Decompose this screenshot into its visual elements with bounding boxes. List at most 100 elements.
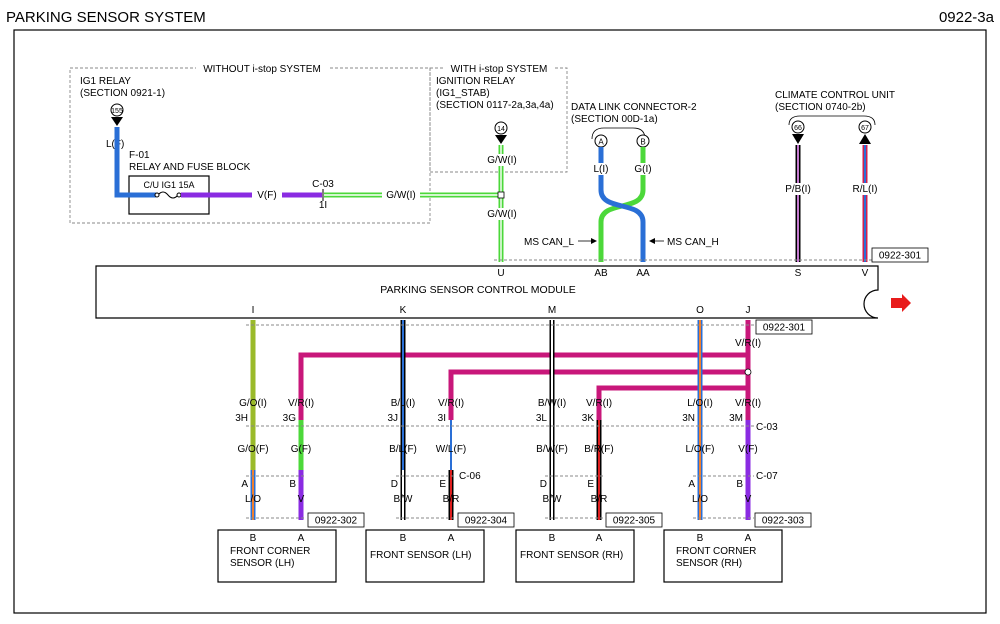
svg-text:B/L(I): B/L(I) bbox=[391, 398, 415, 409]
ignition-relay-section: (SECTION 0117-2a,3a,4a) bbox=[436, 100, 554, 111]
svg-text:A: A bbox=[745, 533, 752, 544]
lower-wires bbox=[250, 320, 752, 520]
dlc-label: DATA LINK CONNECTOR-2 bbox=[571, 102, 697, 113]
svg-text:A: A bbox=[241, 479, 248, 490]
parking-sensor-module bbox=[95, 265, 879, 319]
svg-text:V: V bbox=[745, 494, 752, 505]
can-h-label: MS CAN_H bbox=[667, 237, 719, 248]
can-l-label: MS CAN_L bbox=[524, 237, 574, 248]
c03-label: C-03 bbox=[756, 422, 778, 433]
svg-text:D: D bbox=[391, 479, 398, 490]
ig1-relay-label: IG1 RELAY bbox=[80, 76, 131, 87]
svg-text:W/L(F): W/L(F) bbox=[436, 444, 467, 455]
ignition-relay-label: IGNITION RELAY bbox=[436, 76, 516, 87]
wire-label-gw-lower: G/W(I) bbox=[487, 209, 516, 220]
module-wire-labels: G/O(I) V/R(I) B/L(I) V/R(I) B/W(I) V/R(I… bbox=[239, 398, 761, 409]
sensor-front-corner-lh: 0922-302 B A FRONT CORNER SENSOR (LH) bbox=[217, 512, 365, 583]
svg-text:V(F): V(F) bbox=[738, 444, 757, 455]
svg-text:B/W(F): B/W(F) bbox=[536, 444, 568, 455]
pin-o: O bbox=[696, 305, 704, 316]
fuse-label: C/U IG1 15A bbox=[143, 180, 194, 190]
page-code: 0922-3a bbox=[939, 9, 995, 26]
sensor-front-rh: 0922-305 B A FRONT SENSOR (RH) bbox=[515, 512, 663, 583]
svg-text:B/W: B/W bbox=[394, 494, 413, 505]
fuse-block-code: F-01 bbox=[129, 150, 150, 161]
pin-j: J bbox=[746, 305, 751, 316]
svg-text:G/O(F): G/O(F) bbox=[237, 444, 268, 455]
svg-text:3L: 3L bbox=[536, 413, 548, 424]
connector-66: 66 bbox=[791, 120, 805, 144]
svg-text:L/O: L/O bbox=[692, 494, 708, 505]
pin-u: U bbox=[497, 268, 504, 279]
sensor-wire-labels: L/O V B/W B/R B/W B/R L/O V bbox=[245, 494, 752, 505]
can-twisted-pair bbox=[598, 147, 646, 262]
svg-text:0922-304: 0922-304 bbox=[465, 516, 508, 527]
svg-text:B/R(F): B/R(F) bbox=[584, 444, 613, 455]
pin-i: I bbox=[252, 305, 255, 316]
svg-text:L/O(I): L/O(I) bbox=[687, 398, 713, 409]
svg-text:V/R(I): V/R(I) bbox=[735, 398, 761, 409]
svg-text:67: 67 bbox=[861, 125, 869, 132]
wire-label-gw-upper: G/W(I) bbox=[487, 155, 516, 166]
diagram-frame bbox=[13, 29, 987, 614]
svg-text:SENSOR (LH): SENSOR (LH) bbox=[230, 558, 294, 569]
c07-label: C-07 bbox=[756, 471, 778, 482]
dlc-section: (SECTION 00D-1a) bbox=[571, 114, 658, 125]
c03-top-pin: 1I bbox=[319, 200, 327, 211]
harness-dashes bbox=[246, 324, 754, 519]
svg-text:14: 14 bbox=[497, 126, 505, 133]
svg-text:B: B bbox=[289, 479, 296, 490]
svg-text:B: B bbox=[697, 533, 704, 544]
sensor-front-corner-rh: 0922-303 B A FRONT CORNER SENSOR (RH) bbox=[663, 512, 812, 583]
svg-text:A: A bbox=[298, 533, 305, 544]
svg-text:A: A bbox=[688, 479, 695, 490]
svg-text:3M: 3M bbox=[729, 413, 743, 424]
wire-label-vf: V(F) bbox=[257, 190, 276, 201]
svg-text:B/L(F): B/L(F) bbox=[389, 444, 417, 455]
svg-text:B: B bbox=[736, 479, 743, 490]
ig1-relay-section: (SECTION 0921-1) bbox=[80, 88, 165, 99]
svg-text:B/W(I): B/W(I) bbox=[538, 398, 566, 409]
svg-text:3N: 3N bbox=[682, 413, 695, 424]
module-ref-top: 0922-301 bbox=[879, 251, 922, 262]
pin-m: M bbox=[548, 305, 556, 316]
fuse-block-name: RELAY AND FUSE BLOCK bbox=[129, 162, 251, 173]
svg-text:B/R: B/R bbox=[443, 494, 460, 505]
svg-text:V: V bbox=[298, 494, 305, 505]
svg-text:B/W: B/W bbox=[543, 494, 562, 505]
wire-label-rl: R/L(I) bbox=[853, 184, 878, 195]
svg-text:G(F): G(F) bbox=[291, 444, 312, 455]
pin-aa: AA bbox=[636, 268, 650, 279]
svg-text:0922-302: 0922-302 bbox=[315, 516, 358, 527]
region-with-istop: WITH i-stop SYSTEM bbox=[451, 64, 548, 75]
svg-text:0922-305: 0922-305 bbox=[613, 516, 656, 527]
pin-ab: AB bbox=[594, 268, 608, 279]
svg-text:A: A bbox=[596, 533, 603, 544]
svg-text:66: 66 bbox=[794, 125, 802, 132]
c03-wire-labels: G/O(F) G(F) B/L(F) W/L(F) B/W(F) B/R(F) … bbox=[237, 444, 757, 455]
pin-s: S bbox=[795, 268, 802, 279]
ignition-relay-sub: (IG1_STAB) bbox=[436, 88, 490, 99]
svg-text:SENSOR (RH): SENSOR (RH) bbox=[676, 558, 742, 569]
connector-14: 14 bbox=[494, 121, 508, 144]
svg-text:3J: 3J bbox=[387, 413, 398, 424]
dlc-pin-a: A bbox=[594, 134, 608, 148]
diagram-title: PARKING SENSOR SYSTEM bbox=[6, 9, 206, 26]
wire-label-gw-horizontal: G/W(I) bbox=[386, 190, 415, 201]
dlc-pin-b: B bbox=[636, 134, 650, 148]
c06-c07-pin-labels: A B D E D E A B bbox=[241, 479, 743, 490]
svg-text:B: B bbox=[250, 533, 257, 544]
continuation-arrow-icon bbox=[891, 294, 911, 312]
svg-text:A: A bbox=[448, 533, 455, 544]
region-without-istop: WITHOUT i-stop SYSTEM bbox=[203, 64, 321, 75]
c06-label: C-06 bbox=[459, 471, 481, 482]
pin-k: K bbox=[400, 305, 407, 316]
svg-text:A: A bbox=[598, 138, 604, 147]
svg-text:V/R(I): V/R(I) bbox=[288, 398, 314, 409]
climate-label: CLIMATE CONTROL UNIT bbox=[775, 90, 895, 101]
svg-text:B/R: B/R bbox=[591, 494, 608, 505]
wire-label-li: L(I) bbox=[594, 164, 609, 175]
svg-text:3I: 3I bbox=[438, 413, 446, 424]
module-ref-bottom: 0922-301 bbox=[763, 323, 806, 334]
sensor-front-lh: 0922-304 B A FRONT SENSOR (LH) bbox=[365, 512, 515, 583]
